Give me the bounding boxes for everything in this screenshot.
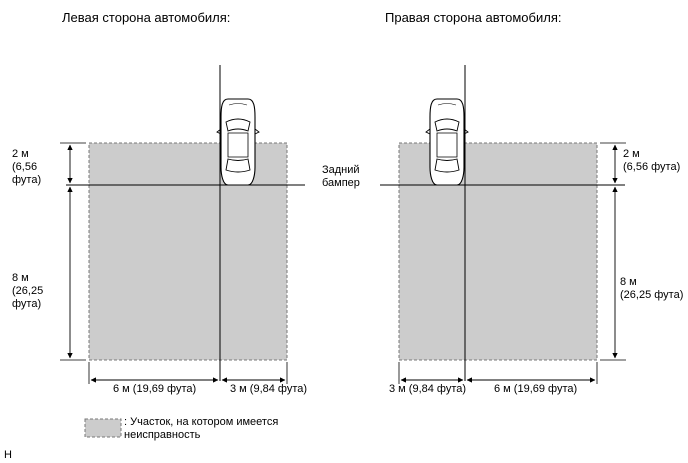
left-panel	[60, 65, 305, 384]
rear-bumper-label: Задний бампер	[322, 164, 360, 189]
left-dim-side-label: 8 м (26,25 фута)	[12, 272, 44, 310]
legend-text: : Участок, на котором имеется неисправно…	[124, 416, 279, 441]
figure-code: H	[4, 449, 12, 461]
left-panel-title: Левая сторона автомобиля:	[62, 10, 231, 25]
right-dim-bottom-narrow-label: 3 м (9,84 фута)	[389, 383, 467, 395]
right-dim-side-label: 8 м (26,25 фута)	[620, 276, 684, 301]
right-panel	[380, 65, 626, 384]
left-dim-bottom-narrow-label: 3 м (9,84 фута)	[230, 383, 308, 395]
left-dim-top-label: 2 м (6,56 фута)	[12, 148, 42, 186]
right-detection-zone	[398, 142, 598, 361]
right-car-icon	[425, 98, 469, 186]
left-detection-zone	[88, 142, 288, 361]
legend-swatch	[84, 418, 122, 438]
left-dim-bottom-wide-label: 6 м (19,69 фута)	[113, 383, 197, 395]
right-dim-top-label: 2 м (6,56 фута)	[623, 148, 681, 173]
left-car-icon	[216, 98, 260, 186]
right-panel-title: Правая сторона автомобиля:	[385, 10, 562, 25]
right-dim-bottom-wide-label: 6 м (19,69 фута)	[494, 383, 578, 395]
